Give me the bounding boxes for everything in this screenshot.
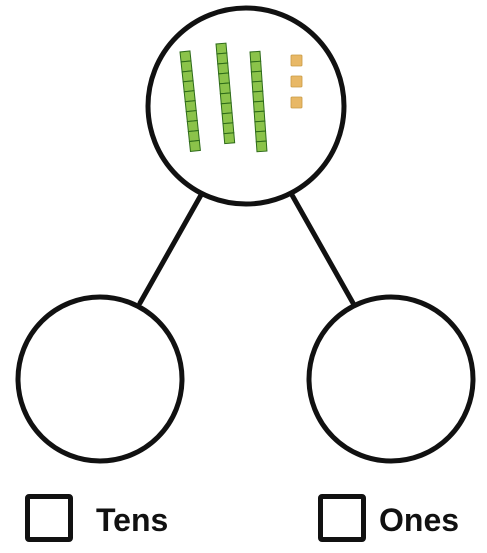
- rod-cell: [254, 120, 267, 133]
- ones-unit: [290, 54, 303, 67]
- rod-cell: [255, 130, 267, 143]
- tens-checkbox[interactable]: [25, 494, 73, 542]
- rod-cell: [215, 42, 228, 55]
- rod-cell: [222, 122, 235, 135]
- ones-unit: [290, 96, 303, 109]
- rod-cell: [188, 139, 201, 153]
- rod-cell: [218, 72, 230, 85]
- rod-cell: [221, 112, 234, 125]
- rod-cell: [251, 80, 264, 93]
- connector-right: [289, 192, 356, 306]
- tens-rod: [215, 42, 236, 145]
- rod-cell: [216, 52, 229, 65]
- rod-cell: [184, 100, 197, 113]
- rod-cell: [250, 70, 263, 83]
- ones-unit: [290, 75, 303, 88]
- rod-cell: [249, 50, 262, 63]
- rod-cell: [255, 140, 268, 153]
- rod-cell: [217, 62, 230, 75]
- rod-cell: [219, 92, 232, 105]
- rod-cell: [187, 129, 200, 143]
- rod-cell: [181, 70, 194, 83]
- base-ten-blocks: [179, 42, 303, 153]
- rod-cell: [220, 102, 233, 115]
- ones-label: Ones: [379, 502, 460, 538]
- rod-cell: [186, 120, 199, 133]
- rod-cell: [185, 110, 198, 123]
- tens-rod: [179, 50, 201, 153]
- rod-cell: [250, 60, 262, 73]
- ones-checkbox[interactable]: [318, 494, 366, 542]
- rod-cell: [223, 132, 236, 145]
- rod-cell: [253, 110, 266, 123]
- rod-cell: [218, 82, 231, 95]
- rod-cell: [179, 50, 192, 63]
- tens-label: Tens: [96, 502, 169, 538]
- ones-part-circle[interactable]: [306, 294, 476, 464]
- rod-cell: [252, 90, 264, 103]
- tens-part-circle[interactable]: [15, 294, 185, 464]
- rod-cell: [252, 100, 265, 113]
- tens-rod: [249, 50, 268, 153]
- rod-cell: [182, 80, 195, 93]
- connector-left: [137, 192, 204, 306]
- rod-cell: [180, 60, 193, 73]
- whole-circle: [145, 5, 347, 207]
- rod-cell: [183, 90, 196, 103]
